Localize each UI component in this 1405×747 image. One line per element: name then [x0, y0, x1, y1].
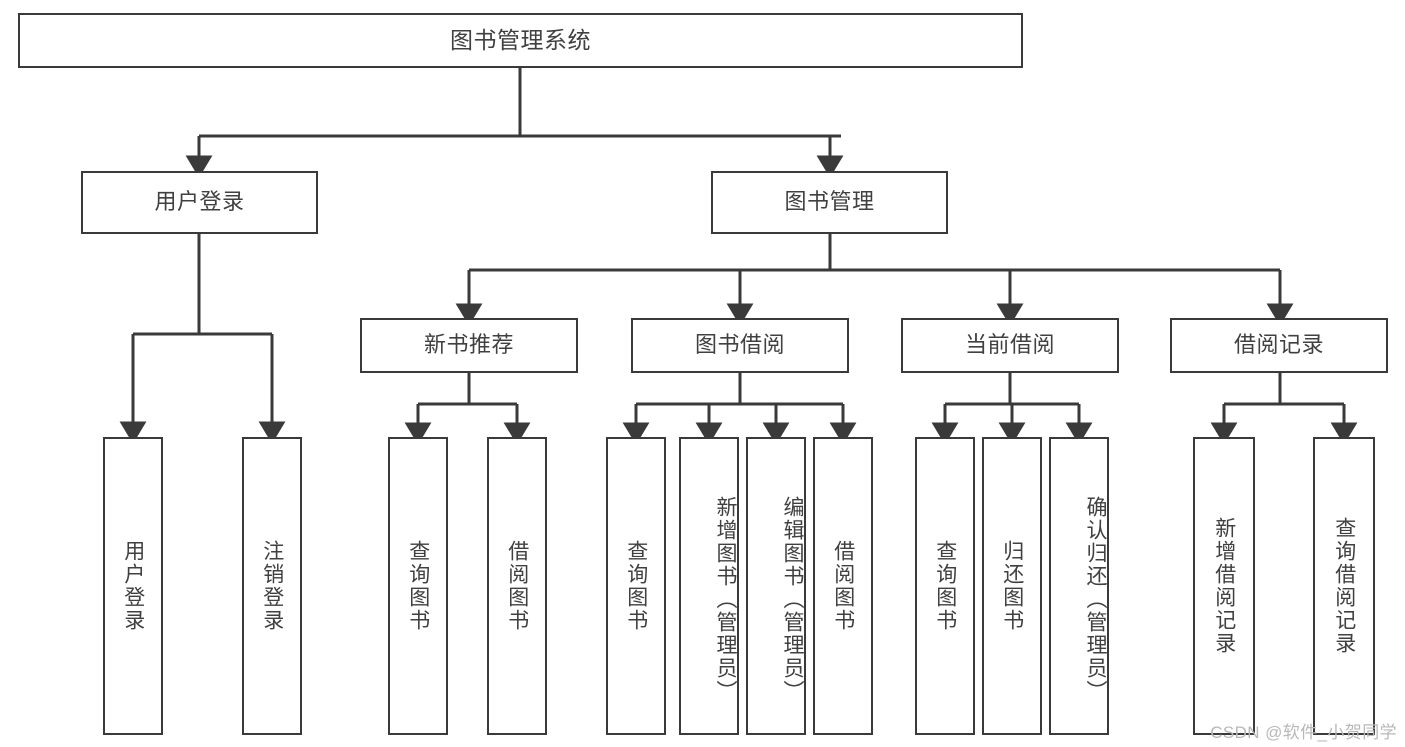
node-new-book-recommend-label: 新书推荐: [423, 332, 514, 358]
node-recommend-borrow-book[interactable]: 借阅图书: [487, 437, 547, 735]
node-book-borrow-label: 图书借阅: [694, 332, 785, 358]
watermark: CSDN @软件_小贺同学: [1210, 723, 1397, 742]
node-user-logout-label: 注销登录: [260, 540, 284, 632]
node-borrow-record-label: 借阅记录: [1233, 332, 1324, 358]
node-record-query-label: 查询借阅记录: [1332, 517, 1356, 655]
node-current-return-book-label: 归还图书: [1000, 540, 1024, 632]
node-book-manage[interactable]: 图书管理: [711, 171, 948, 234]
node-borrow-query-book[interactable]: 查询图书: [606, 437, 666, 735]
node-root[interactable]: 图书管理系统: [18, 13, 1023, 68]
node-borrow-add-book-label: 新增图书（管理员）: [714, 495, 737, 703]
node-user-login-do[interactable]: 用户登录: [103, 437, 163, 735]
node-current-borrow-label: 当前借阅: [964, 332, 1055, 358]
node-recommend-borrow-book-label: 借阅图书: [505, 540, 529, 632]
node-record-add[interactable]: 新增借阅记录: [1193, 437, 1255, 735]
node-borrow-edit-book[interactable]: 编辑图书（管理员）: [746, 437, 806, 735]
node-borrow-query-book-label: 查询图书: [624, 540, 648, 632]
node-user-login-label: 用户登录: [154, 189, 245, 215]
node-current-query-book-label: 查询图书: [933, 540, 957, 632]
node-user-login-do-label: 用户登录: [121, 540, 145, 632]
node-record-add-label: 新增借阅记录: [1212, 517, 1236, 655]
node-borrow-record[interactable]: 借阅记录: [1170, 318, 1388, 373]
node-recommend-query-book[interactable]: 查询图书: [388, 437, 448, 735]
node-book-borrow[interactable]: 图书借阅: [631, 318, 849, 373]
node-user-logout[interactable]: 注销登录: [242, 437, 302, 735]
node-current-query-book[interactable]: 查询图书: [915, 437, 975, 735]
node-book-manage-label: 图书管理: [784, 189, 875, 215]
node-current-return-book[interactable]: 归还图书: [982, 437, 1042, 735]
node-current-confirm-return-label: 确认归还（管理员）: [1084, 495, 1107, 703]
node-recommend-query-book-label: 查询图书: [406, 540, 430, 632]
node-borrow-borrow-book[interactable]: 借阅图书: [813, 437, 873, 735]
node-new-book-recommend[interactable]: 新书推荐: [360, 318, 578, 373]
node-record-query[interactable]: 查询借阅记录: [1313, 437, 1375, 735]
node-borrow-add-book[interactable]: 新增图书（管理员）: [679, 437, 739, 735]
node-user-login[interactable]: 用户登录: [81, 171, 318, 234]
node-borrow-borrow-book-label: 借阅图书: [831, 540, 855, 632]
node-current-confirm-return[interactable]: 确认归还（管理员）: [1049, 437, 1109, 735]
node-borrow-edit-book-label: 编辑图书（管理员）: [781, 495, 804, 703]
node-current-borrow[interactable]: 当前借阅: [901, 318, 1119, 373]
node-root-label: 图书管理系统: [450, 26, 591, 53]
